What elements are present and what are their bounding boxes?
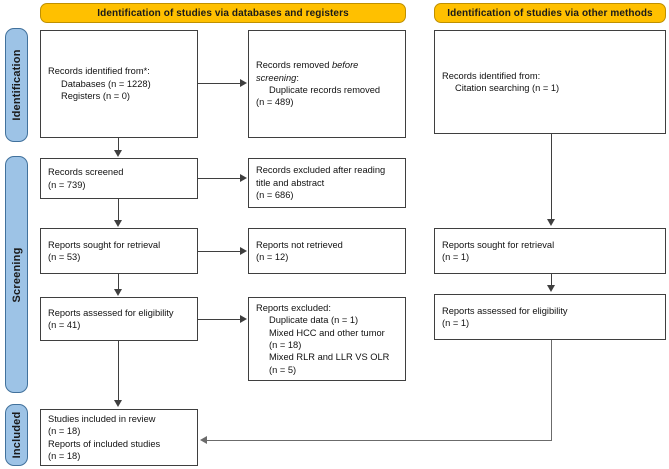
reports-assessed-line-1: Reports assessed for eligibility [48, 307, 174, 318]
stage-label-screening: Screening [10, 247, 23, 302]
records-excluded-line-3: (n = 686) [256, 190, 294, 201]
connector-sought-to-not-retrieved [198, 251, 241, 253]
box-reports-sought: Reports sought for retrieval (n = 53) [40, 228, 198, 274]
records-screened-line-2: (n = 739) [48, 179, 86, 190]
box-records-removed: Records removed before screening: Duplic… [248, 30, 406, 138]
box-records-identified: Records identified from*: Databases (n =… [40, 30, 198, 138]
arrow-other-identified-to-sought [547, 219, 555, 226]
stage-pill-screening: Screening [5, 156, 28, 393]
arrow-identified-to-screened [114, 150, 122, 157]
connector-assessed-to-reports-excluded [198, 319, 241, 321]
connector-other-assessed-down [551, 340, 553, 441]
connector-assessed-to-included [118, 341, 120, 401]
arrow-screened-to-sought [114, 220, 122, 227]
stage-label-identification: Identification [10, 49, 23, 121]
connector-identified-to-screened [118, 138, 120, 151]
banner-databases-registers: Identification of studies via databases … [40, 3, 406, 23]
records-removed-line-2: screening: [256, 72, 398, 84]
box-reports-not-retrieved: Reports not retrieved (n = 12) [248, 228, 406, 274]
banner-other-methods: Identification of studies via other meth… [434, 3, 666, 23]
reports-sought-line-1: Reports sought for retrieval [48, 239, 161, 250]
connector-other-identified-to-sought [551, 134, 553, 219]
stage-label-included: Included [10, 411, 23, 459]
other-sought-line-2: (n = 1) [442, 252, 470, 262]
studies-included-line-1: Studies included in review [48, 413, 156, 424]
records-removed-text-colon: : [296, 72, 299, 83]
reports-assessed-line-2: (n = 41) [48, 320, 81, 330]
arrow-identified-to-removed [240, 79, 247, 87]
reports-excluded-line-5: Mixed RLR and LLR VS OLR [269, 352, 390, 363]
banner-databases-label: Identification of studies via databases … [97, 7, 349, 19]
arrow-other-sought-to-assessed [547, 285, 555, 292]
other-assessed-line-2: (n = 1) [442, 318, 470, 328]
box-other-reports-sought: Reports sought for retrieval (n = 1) [434, 228, 666, 274]
records-excluded-line-2: title and abstract [256, 177, 325, 188]
connector-screened-to-excluded [198, 178, 241, 180]
connector-identified-to-removed [198, 83, 241, 85]
arrow-sought-to-assessed [114, 289, 122, 296]
reports-excluded-line-1: Reports excluded: [256, 302, 331, 313]
other-identified-line-1: Records identified from: [442, 70, 541, 81]
records-identified-line-1: Records identified from*: [48, 66, 150, 77]
arrow-screened-to-excluded [240, 174, 247, 182]
box-other-reports-assessed: Reports assessed for eligibility (n = 1) [434, 294, 666, 340]
records-removed-line-1: Records removed before [256, 59, 398, 71]
records-screened-line-1: Records screened [48, 167, 124, 178]
records-removed-text-before: before [331, 60, 359, 71]
records-excluded-line-1: Records excluded after reading [256, 165, 386, 176]
reports-sought-line-2: (n = 53) [48, 252, 81, 262]
other-sought-line-1: Reports sought for retrieval [442, 239, 555, 250]
connector-other-sought-to-assessed [551, 274, 553, 286]
connector-screened-to-sought [118, 199, 120, 221]
reports-excluded-line-2: Duplicate data (n = 1) [269, 315, 359, 326]
reports-excluded-line-4: (n = 18) [269, 340, 302, 350]
studies-included-line-3: Reports of included studies [48, 438, 161, 449]
box-other-records-identified: Records identified from: Citation search… [434, 30, 666, 134]
reports-not-retrieved-line-1: Reports not retrieved [256, 239, 343, 250]
banner-other-methods-label: Identification of studies via other meth… [447, 7, 653, 19]
arrow-other-assessed-to-included [200, 436, 207, 444]
box-records-excluded: Records excluded after reading title and… [248, 158, 406, 208]
other-assessed-line-1: Reports assessed for eligibility [442, 305, 568, 316]
arrow-sought-to-not-retrieved [240, 247, 247, 255]
box-studies-included: Studies included in review (n = 18) Repo… [40, 409, 198, 466]
stage-pill-identification: Identification [5, 28, 28, 142]
records-removed-text-a: Records removed [256, 60, 332, 71]
other-identified-line-2: Citation searching (n = 1) [455, 83, 560, 93]
reports-excluded-line-3: Mixed HCC and other tumor [269, 327, 385, 338]
connector-sought-to-assessed [118, 274, 120, 290]
connector-other-assessed-to-included [207, 440, 552, 442]
records-identified-line-3: Registers (n = 0) [61, 91, 130, 102]
records-removed-text-screening: screening [256, 72, 297, 83]
records-removed-line-4: (n = 489) [256, 97, 294, 108]
box-reports-excluded: Reports excluded: Duplicate data (n = 1)… [248, 297, 406, 381]
reports-not-retrieved-line-2: (n = 12) [256, 252, 289, 262]
records-removed-line-3: Duplicate records removed [269, 85, 381, 95]
stage-pill-included: Included [5, 404, 28, 466]
studies-included-line-2: (n = 18) [48, 426, 81, 437]
box-reports-assessed: Reports assessed for eligibility (n = 41… [40, 297, 198, 341]
box-records-screened: Records screened (n = 739) [40, 158, 198, 199]
reports-excluded-line-6: (n = 5) [269, 364, 297, 375]
records-identified-line-2: Databases (n = 1228) [61, 78, 151, 89]
arrow-assessed-to-included [114, 400, 122, 407]
arrow-assessed-to-reports-excluded [240, 315, 247, 323]
studies-included-line-4: (n = 18) [48, 450, 81, 461]
